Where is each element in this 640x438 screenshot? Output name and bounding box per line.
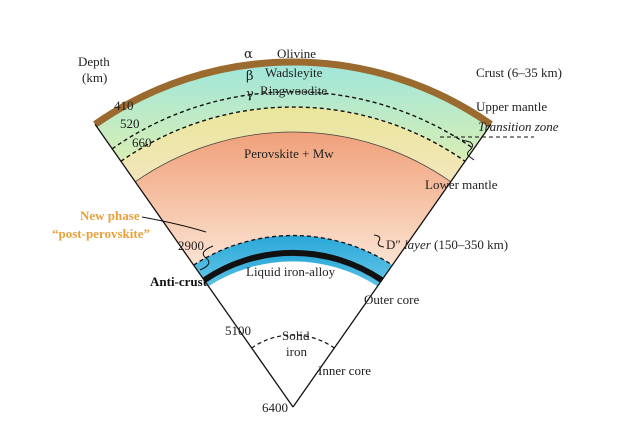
ringwoodite-label: Ringwoodite — [260, 83, 327, 98]
anti-crust-leader — [199, 245, 214, 271]
new-phase-leader — [141, 216, 207, 233]
d-layer-prefix: D″ — [386, 237, 404, 252]
olivine-label: Olivine — [277, 46, 316, 61]
depth-410: 410 — [114, 98, 134, 113]
beta-symbol: β — [246, 69, 254, 84]
depth-6400: 6400 — [262, 400, 288, 415]
wadsleyite-label: Wadsleyite — [265, 65, 323, 80]
post-perovskite-fill — [193, 235, 393, 281]
crust-label: Crust (6–35 km) — [476, 65, 562, 80]
new-phase-label: New phase — [80, 208, 140, 223]
gamma-symbol: γ — [246, 87, 254, 102]
right-edge — [292, 124, 492, 408]
left-edge — [94, 124, 294, 408]
d-layer-label: D″ layer (150–350 km) — [386, 237, 508, 252]
transition-zone-bracket — [461, 139, 475, 161]
d-layer-suffix: (150–350 km) — [431, 237, 508, 252]
post-perovskite-label: “post-perovskite” — [52, 226, 150, 241]
boundary-410 — [111, 91, 475, 150]
crust-arc — [93, 58, 493, 128]
boundary-520 — [120, 106, 466, 162]
lower-mantle-label: Lower mantle — [425, 177, 498, 192]
alpha-symbol: α — [244, 47, 253, 62]
d-layer-bracket — [373, 234, 385, 248]
depth-5100: 5100 — [225, 323, 251, 338]
depth-unit: (km) — [82, 70, 107, 85]
depth-660: 660 — [132, 135, 152, 150]
boundary-post-perovskite — [193, 234, 393, 266]
depth-header: Depth — [78, 54, 110, 69]
depth-520: 520 — [120, 116, 140, 131]
olivine-layer — [95, 61, 491, 162]
depth-2900: 2900 — [178, 238, 204, 253]
perovskite-label: Perovskite + Mw — [244, 146, 334, 161]
d-layer-arc — [202, 249, 384, 283]
transition-zone-label: Transition zone — [478, 119, 559, 134]
solid-iron-label-2: iron — [286, 344, 307, 359]
lower-mantle-layer — [135, 131, 451, 281]
outer-core-label: Outer core — [364, 292, 419, 307]
inner-core-boundary — [251, 334, 335, 349]
transition-zone-layer — [120, 107, 466, 182]
d-layer-word: layer — [404, 237, 432, 252]
boundary-660 — [135, 131, 451, 183]
inner-core-label: Inner core — [318, 363, 371, 378]
upper-mantle-label: Upper mantle — [476, 99, 547, 114]
anti-crust-label: Anti-crust — [150, 274, 208, 289]
solid-iron-label-1: Solid — [282, 328, 310, 343]
liquid-iron-label: Liquid iron-alloy — [246, 264, 336, 279]
